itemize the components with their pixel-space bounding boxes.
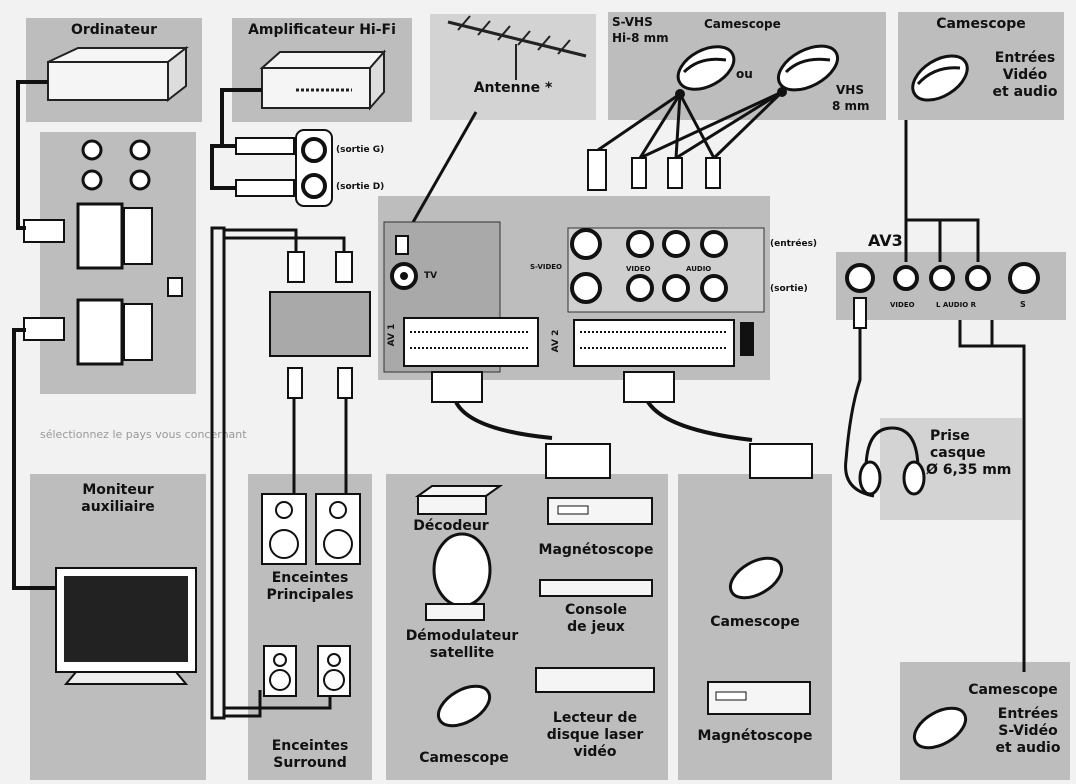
panel-moniteur	[30, 474, 206, 780]
panel-devices-av2	[678, 474, 832, 780]
label-audio-small: AUDIO	[686, 265, 712, 273]
label-magnetoscope-2: Magnétoscope	[697, 728, 813, 744]
label-entrees-svideo-3: et audio	[995, 740, 1061, 756]
label-entrees-2: Vidéo	[1002, 67, 1048, 83]
panel-computer-connector	[40, 132, 196, 394]
label-entrees-tv: (entrées)	[770, 239, 818, 249]
label-av3-video: VIDEO	[890, 301, 915, 309]
label-ou: ou	[736, 67, 753, 81]
label-amplificateur: Amplificateur Hi-Fi	[248, 22, 396, 38]
panel-enceintes	[248, 474, 372, 780]
label-sortie-tv: (sortie)	[770, 284, 808, 294]
label-demodulateur-2: satellite	[429, 645, 495, 661]
label-vhs: VHS	[836, 83, 864, 97]
label-decodeur: Décodeur	[413, 518, 489, 534]
label-camescope-top: Camescope	[704, 17, 781, 31]
label-enceintes-surround-1: Enceintes	[271, 738, 349, 754]
label-enceintes-principales-2: Principales	[266, 587, 354, 603]
label-camescope-br: Camescope	[968, 682, 1058, 698]
label-entrees-svideo-2: S-Vidéo	[998, 723, 1058, 739]
label-entrees-3: et audio	[992, 84, 1058, 100]
label-magnetoscope-1: Magnétoscope	[538, 542, 654, 558]
panel-devices-av1	[386, 474, 668, 780]
label-prise-3: Ø 6,35 mm	[926, 462, 1012, 478]
label-svideo-small: S-VIDEO	[530, 263, 563, 271]
label-prise-2: casque	[930, 445, 986, 461]
label-enceintes-surround-2: Surround	[273, 755, 347, 771]
label-sortie-d: (sortie D)	[336, 182, 385, 192]
label-moniteur-1: Moniteur	[82, 482, 154, 498]
label-console-1: Console	[564, 602, 628, 618]
label-lecteur-2: disque laser	[546, 727, 644, 743]
label-hi8: Hi-8 mm	[612, 31, 669, 45]
label-moniteur-2: auxiliaire	[81, 499, 155, 515]
label-svhs: S-VHS	[612, 15, 653, 29]
label-lecteur-3: vidéo	[573, 744, 617, 760]
label-ordinateur: Ordinateur	[70, 22, 158, 38]
panel-tv-connectors	[378, 196, 770, 380]
label-enceintes-principales-1: Enceintes	[271, 570, 349, 586]
label-video-small: VIDEO	[626, 265, 651, 273]
panel-antenne	[430, 14, 596, 120]
label-av3: AV3	[868, 231, 903, 250]
label-lecteur-1: Lecteur de	[552, 710, 638, 726]
label-av1: AV 1	[387, 323, 397, 347]
label-sortie-g: (sortie G)	[336, 145, 385, 155]
label-camescope-bottom: Camescope	[419, 750, 509, 766]
label-prise-1: Prise	[930, 428, 970, 444]
label-camescope-mid: Camescope	[710, 614, 800, 630]
label-entrees-svideo-1: Entrées	[997, 706, 1059, 722]
background-text: sélectionnez le pays vous concernant	[40, 428, 247, 441]
label-8mm: 8 mm	[832, 99, 870, 113]
label-entrees-1: Entrées	[994, 50, 1056, 66]
label-av3-audio: L AUDIO R	[936, 301, 976, 309]
label-camescope-right: Camescope	[936, 16, 1026, 32]
label-demodulateur-1: Démodulateur	[405, 628, 519, 644]
label-av3-s: S	[1020, 300, 1026, 309]
label-av2: AV 2	[551, 329, 561, 353]
label-antenne: Antenne *	[473, 80, 553, 96]
label-tv-antenna: TV	[424, 271, 438, 281]
label-console-2: de jeux	[567, 619, 625, 635]
